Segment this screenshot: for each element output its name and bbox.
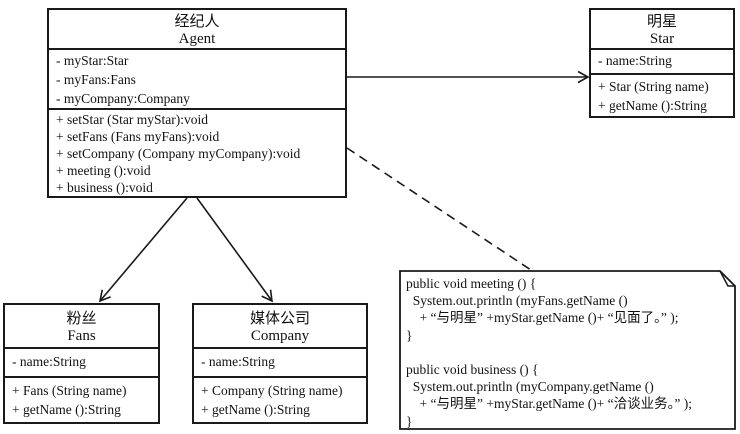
class-box-company: 媒体公司 Company - name:String + Company (St… [192,303,368,424]
class-fans-attributes: - name:String [5,347,158,376]
class-star-name-en: Star [649,31,675,47]
class-agent-name-cn: 经纪人 [174,14,220,30]
code-line [406,344,728,361]
class-star-methods: + Star (String name) + getName ():String [591,73,733,116]
method-row: + meeting ():void [56,163,151,178]
attribute-row: - name:String [201,354,275,369]
class-box-star: 明星 Star - name:String + Star (String nam… [589,8,735,118]
note-anchor-dashed-line [346,147,532,271]
class-company-name-cn: 媒体公司 [249,311,310,327]
attribute-row: - myFans:Fans [56,72,136,87]
code-line: System.out.println (myCompany.getName () [406,379,654,395]
class-box-agent: 经纪人 Agent - myStar:Star - myFans:Fans - … [47,8,347,198]
attribute-row: - name:String [598,53,672,68]
note-folded-corner [719,270,735,287]
method-row: + getName ():String [12,402,121,417]
code-line: public void business () { [406,362,539,377]
class-company-methods: + Company (String name) + getName ():Str… [194,376,366,422]
attribute-row: - myCompany:Company [56,91,190,106]
code-line: } [406,327,413,343]
code-line: } [406,413,413,429]
code-line: + “与明星” +myStar.getName ()+ “见面了。” ); [406,310,679,326]
class-fans-name-en: Fans [67,328,96,344]
class-agent-title: 经纪人 Agent [49,10,345,48]
method-row: + setFans (Fans myFans):void [56,129,220,144]
class-company-attributes: - name:String [194,347,366,376]
class-star-title: 明星 Star [591,10,733,48]
class-company-name-en: Company [250,328,310,344]
class-star-attributes: - name:String [591,48,733,73]
note-shape [399,270,736,430]
class-fans-name-cn: 粉丝 [66,311,97,327]
class-box-fans: 粉丝 Fans - name:String + Fans (String nam… [3,303,160,424]
class-fans-title: 粉丝 Fans [5,305,158,347]
method-row: + setCompany (Company myCompany):void [56,146,301,161]
note-code-block: public void meeting () { System.out.prin… [406,275,728,430]
attribute-row: - myStar:Star [56,53,129,68]
method-row: + Star (String name) [598,79,709,94]
method-row: + business ():void [56,180,153,195]
method-row: + setStar (Star myStar):void [56,112,208,127]
class-agent-attributes: - myStar:Star - myFans:Fans - myCompany:… [49,48,345,108]
association-arrow-agent-fans [98,197,188,303]
method-row: + getName ():String [598,98,707,113]
code-line: System.out.println (myFans.getName () [406,293,628,309]
method-row: + getName ():String [201,402,310,417]
code-line: + “与明星” +myStar.getName ()+ “洽谈业务。” ); [406,396,693,412]
attribute-row: - name:String [12,354,86,369]
class-company-title: 媒体公司 Company [194,305,366,347]
association-arrow-agent-company [196,197,273,303]
method-row: + Fans (String name) [12,383,127,398]
class-star-name-cn: 明星 [646,14,677,30]
code-line: public void meeting () { [406,276,537,291]
class-agent-name-en: Agent [178,31,216,47]
class-fans-methods: + Fans (String name) + getName ():String [5,376,158,422]
method-row: + Company (String name) [201,383,343,398]
class-agent-methods: + setStar (Star myStar):void + setFans (… [49,108,345,196]
